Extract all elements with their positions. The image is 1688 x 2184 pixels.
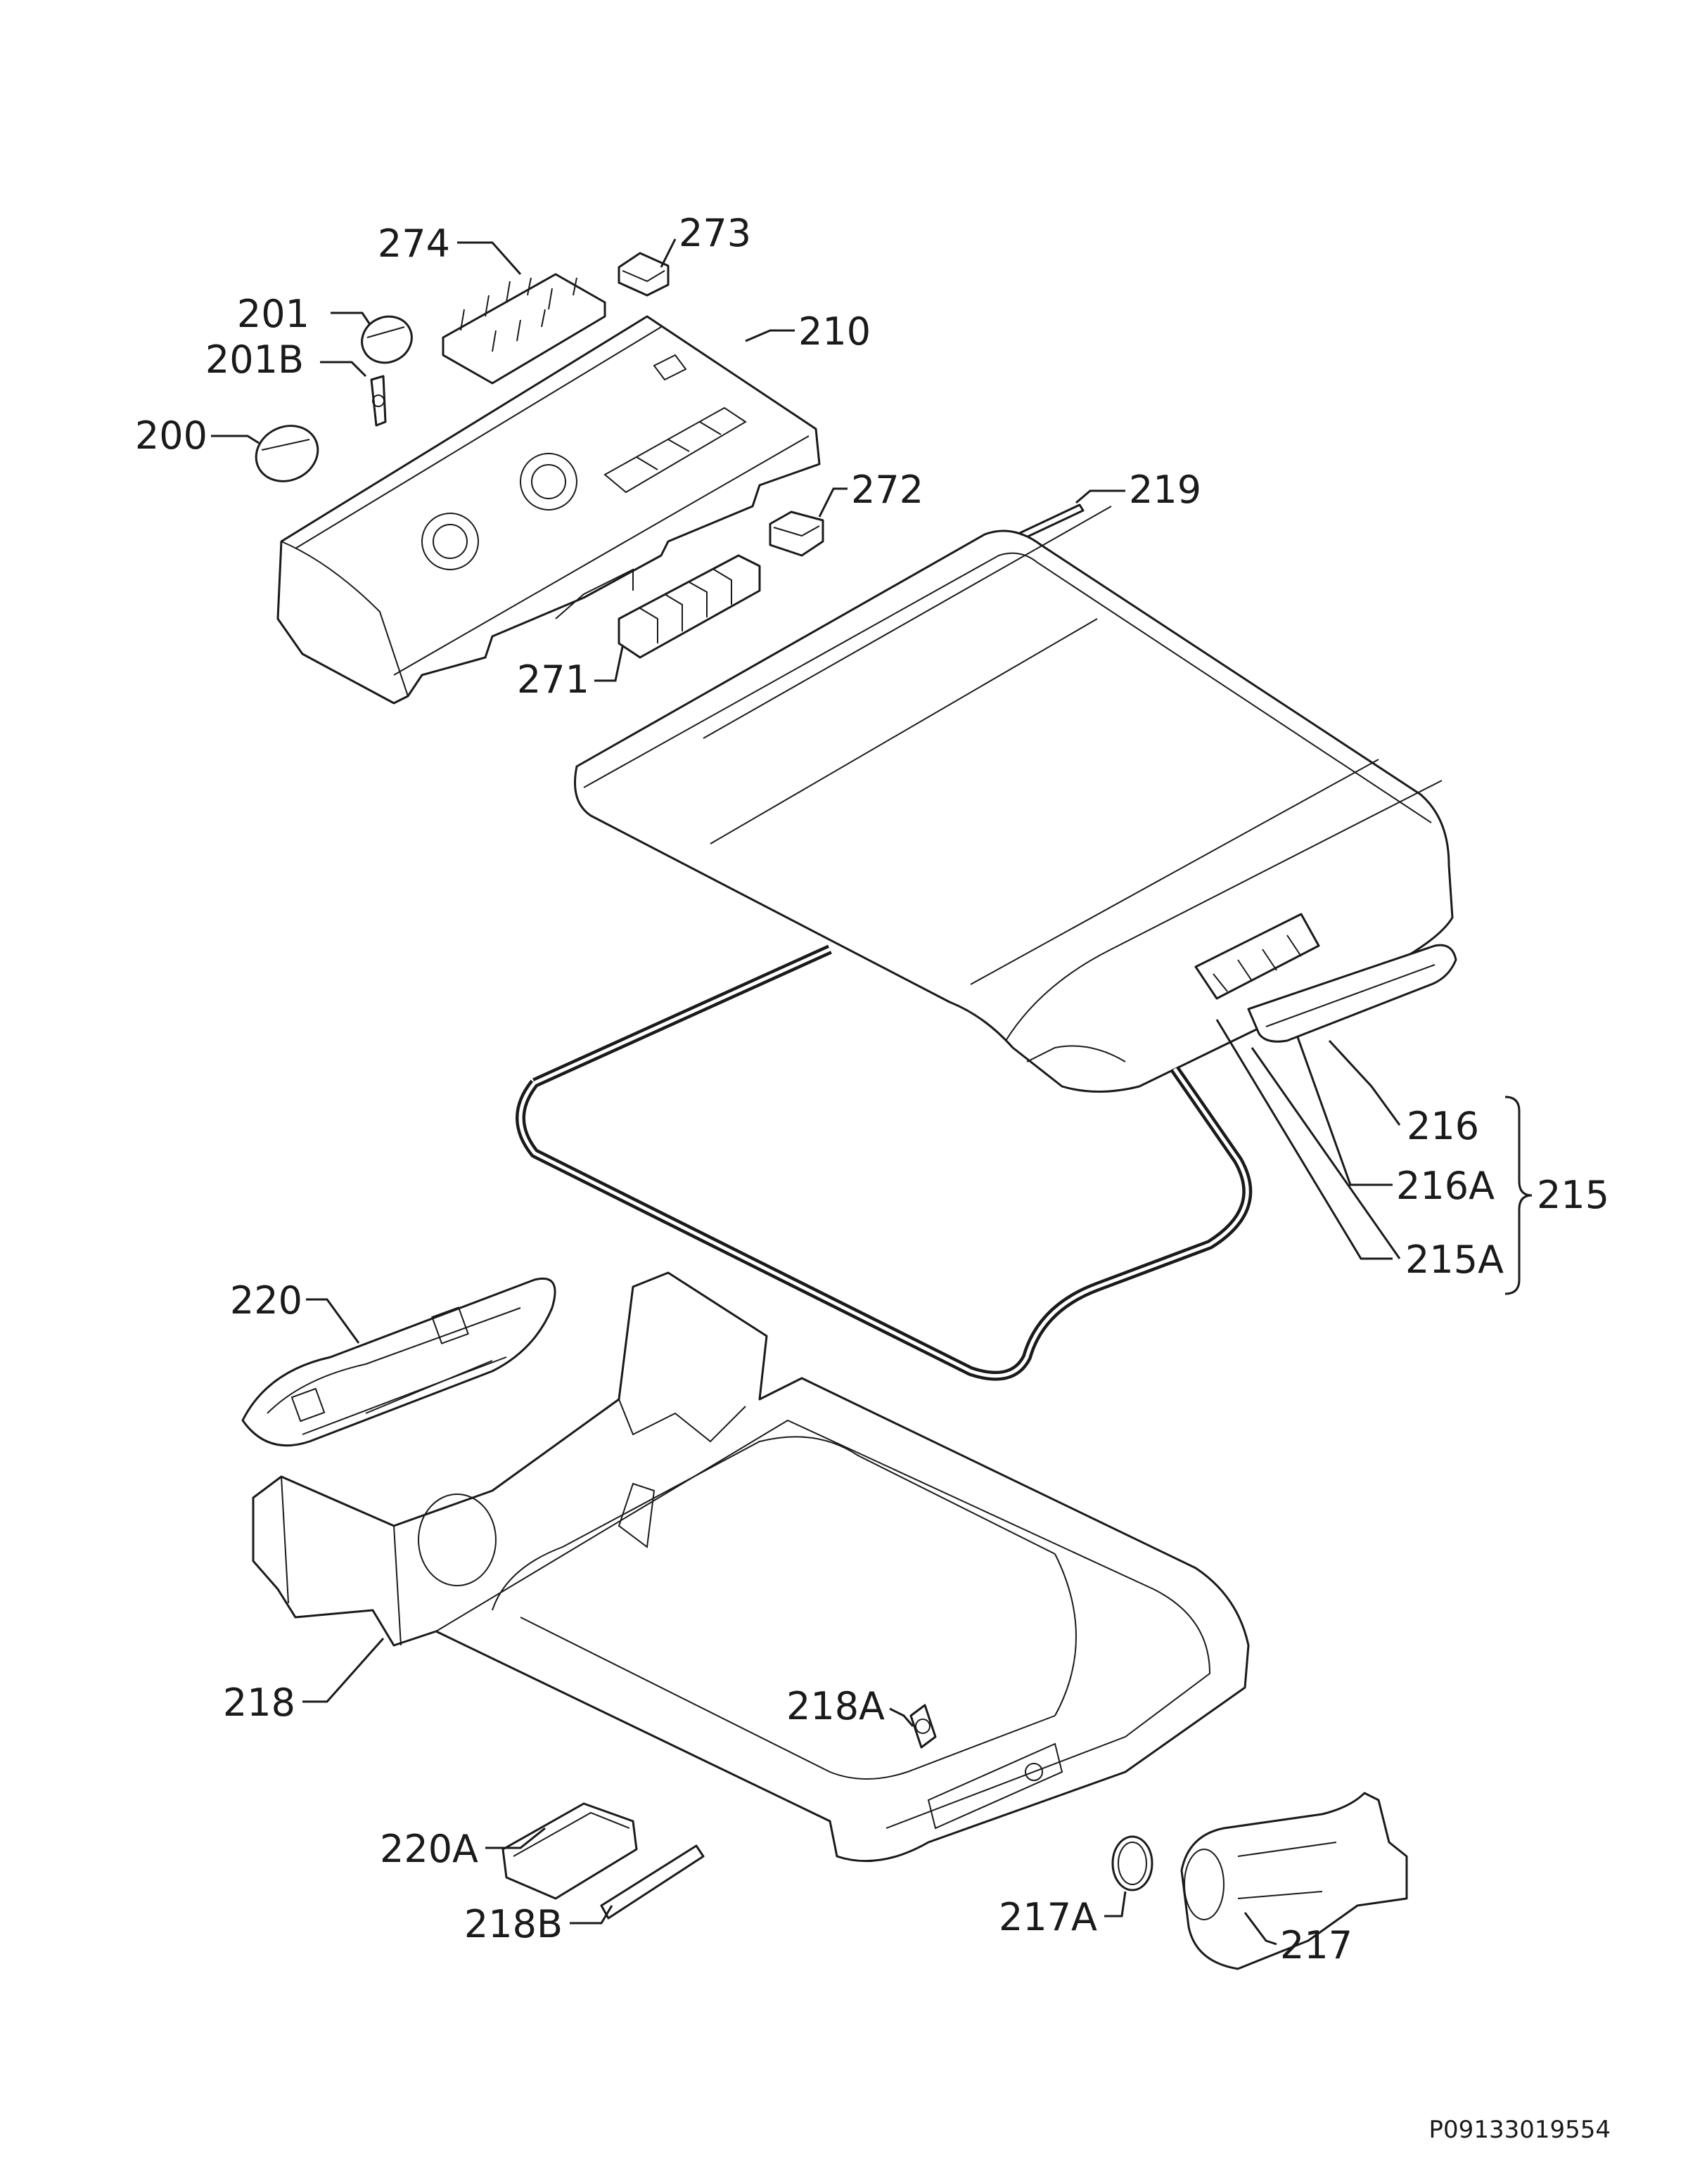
label-217a: 217A: [999, 1895, 1097, 1939]
label-218a: 218A: [786, 1684, 885, 1728]
pump-217: [1180, 1792, 1408, 1970]
hinge-pin-219: [1018, 503, 1085, 540]
top-frame-218: [252, 1271, 1250, 1863]
group-brace-215: [1504, 1096, 1533, 1295]
label-271: 271: [517, 657, 589, 702]
control-panel-210: [276, 315, 821, 705]
handle-216: [1247, 944, 1457, 1043]
label-201: 201: [237, 292, 309, 336]
label-218: 218: [223, 1681, 295, 1725]
label-215a: 215A: [1405, 1238, 1504, 1282]
button-273: [618, 252, 670, 297]
pin-201b: [370, 375, 387, 427]
label-217: 217: [1280, 1923, 1353, 1967]
lid-assembly: [574, 506, 1454, 1093]
leader-lines: [211, 238, 1401, 1946]
label-216a: 216A: [1396, 1164, 1495, 1208]
label-272: 272: [851, 468, 923, 512]
knob-201: [361, 315, 413, 364]
label-201b: 201B: [205, 338, 304, 382]
dispenser-220: [241, 1278, 556, 1447]
gasket-215a: [516, 944, 1253, 1381]
button-strip-271: [618, 554, 761, 659]
label-216: 216: [1407, 1104, 1479, 1148]
knob-200: [255, 425, 319, 482]
button-272: [769, 510, 824, 557]
board-274: [442, 273, 606, 385]
label-274: 274: [378, 221, 450, 266]
label-200: 200: [135, 413, 207, 458]
pin-218a: [909, 1704, 937, 1749]
label-273: 273: [679, 211, 751, 255]
o-ring-217a: [1111, 1835, 1153, 1891]
drawer-cover-220a: [501, 1802, 638, 1900]
reference-code: P09133019554: [1429, 2116, 1611, 2144]
label-219: 219: [1129, 468, 1201, 512]
label-220a: 220A: [380, 1827, 478, 1871]
label-210: 210: [798, 309, 871, 354]
part-labels: 274 273 201 201B 210 200 272 219 271 216…: [135, 211, 1609, 1967]
label-220: 220: [230, 1278, 302, 1323]
label-218b: 218B: [464, 1902, 563, 1946]
label-215: 215: [1537, 1173, 1609, 1217]
